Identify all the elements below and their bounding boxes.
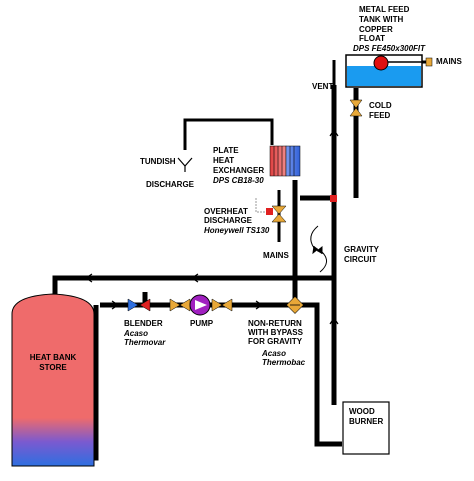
pipework (52, 85, 359, 461)
overheat-label-2: DISCHARGE (204, 216, 253, 225)
phe-label-3: EXCHANGER (213, 166, 264, 175)
riser-sensor (330, 195, 337, 202)
cold-feed-label-2: FEED (369, 111, 391, 120)
burner-label-2: BURNER (349, 417, 383, 426)
pump: PUMP (169, 294, 233, 328)
pump-label: PUMP (190, 319, 214, 328)
burner-label-1: WOOD (349, 407, 375, 416)
store-flow-pipe (52, 275, 334, 294)
discharge-label: DISCHARGE (146, 180, 195, 189)
tank-model: DPS FE450x300FIT (353, 44, 426, 53)
vent-label: VENT (312, 82, 333, 91)
gravity-label-2: CIRCUIT (344, 255, 377, 264)
phe-label-2: HEAT (213, 156, 234, 165)
tundish-label: TUNDISH (140, 157, 176, 166)
overheat-model: Honeywell TS130 (204, 226, 270, 235)
nonreturn-label-2: WITH BYPASS (248, 328, 304, 337)
gravity-circuit-arrow (310, 225, 327, 273)
nonreturn-label-1: NON-RETURN (248, 319, 302, 328)
overheat-valve: OVERHEAT DISCHARGE Honeywell TS130 MAINS (204, 198, 289, 260)
tank-label-2: TANK WITH (359, 15, 404, 24)
phe-model: DPS CB18-30 (213, 176, 264, 185)
phe-label-1: PLATE (213, 146, 239, 155)
mains-inlet-valve (425, 57, 433, 67)
blender-model-1: Acaso (123, 329, 148, 338)
wood-burner: WOOD BURNER (342, 401, 390, 455)
tundish: TUNDISH DISCHARGE (140, 157, 195, 189)
tank-label-3: COPPER (359, 25, 393, 34)
store-label-1: HEAT BANK (30, 353, 77, 362)
nonreturn-model-1: Acaso (261, 349, 286, 358)
tank-label-4: FLOAT (359, 34, 385, 43)
plate-heat-exchanger: PLATE HEAT EXCHANGER DPS CB18-30 (213, 145, 301, 185)
blender-label: BLENDER (124, 319, 163, 328)
cold-feed-valve: COLD FEED (349, 99, 392, 120)
nonreturn-label-3: FOR GRAVITY (248, 337, 303, 346)
heat-bank-store: HEAT BANK STORE (11, 293, 95, 467)
overheat-label-1: OVERHEAT (204, 207, 248, 216)
store-label-2: STORE (39, 363, 67, 372)
non-return-valve: NON-RETURN WITH BYPASS FOR GRAVITY Acaso… (248, 296, 306, 367)
blender-valve: BLENDER Acaso Thermovar (123, 298, 166, 347)
blender-model-2: Thermovar (124, 338, 166, 347)
copper-float (373, 55, 389, 71)
tundish-pipe (183, 118, 274, 150)
tank-label-1: METAL FEED (359, 5, 410, 14)
cold-feed-label-1: COLD (369, 101, 392, 110)
mains-mid-label: MAINS (263, 251, 289, 260)
flow-arrows (84, 128, 339, 325)
feed-tank: METAL FEED TANK WITH COPPER FLOAT DPS FE… (345, 5, 462, 88)
gravity-label-1: GRAVITY (344, 245, 380, 254)
nonreturn-model-2: Thermobac (262, 358, 306, 367)
mains-top-label: MAINS (436, 57, 462, 66)
